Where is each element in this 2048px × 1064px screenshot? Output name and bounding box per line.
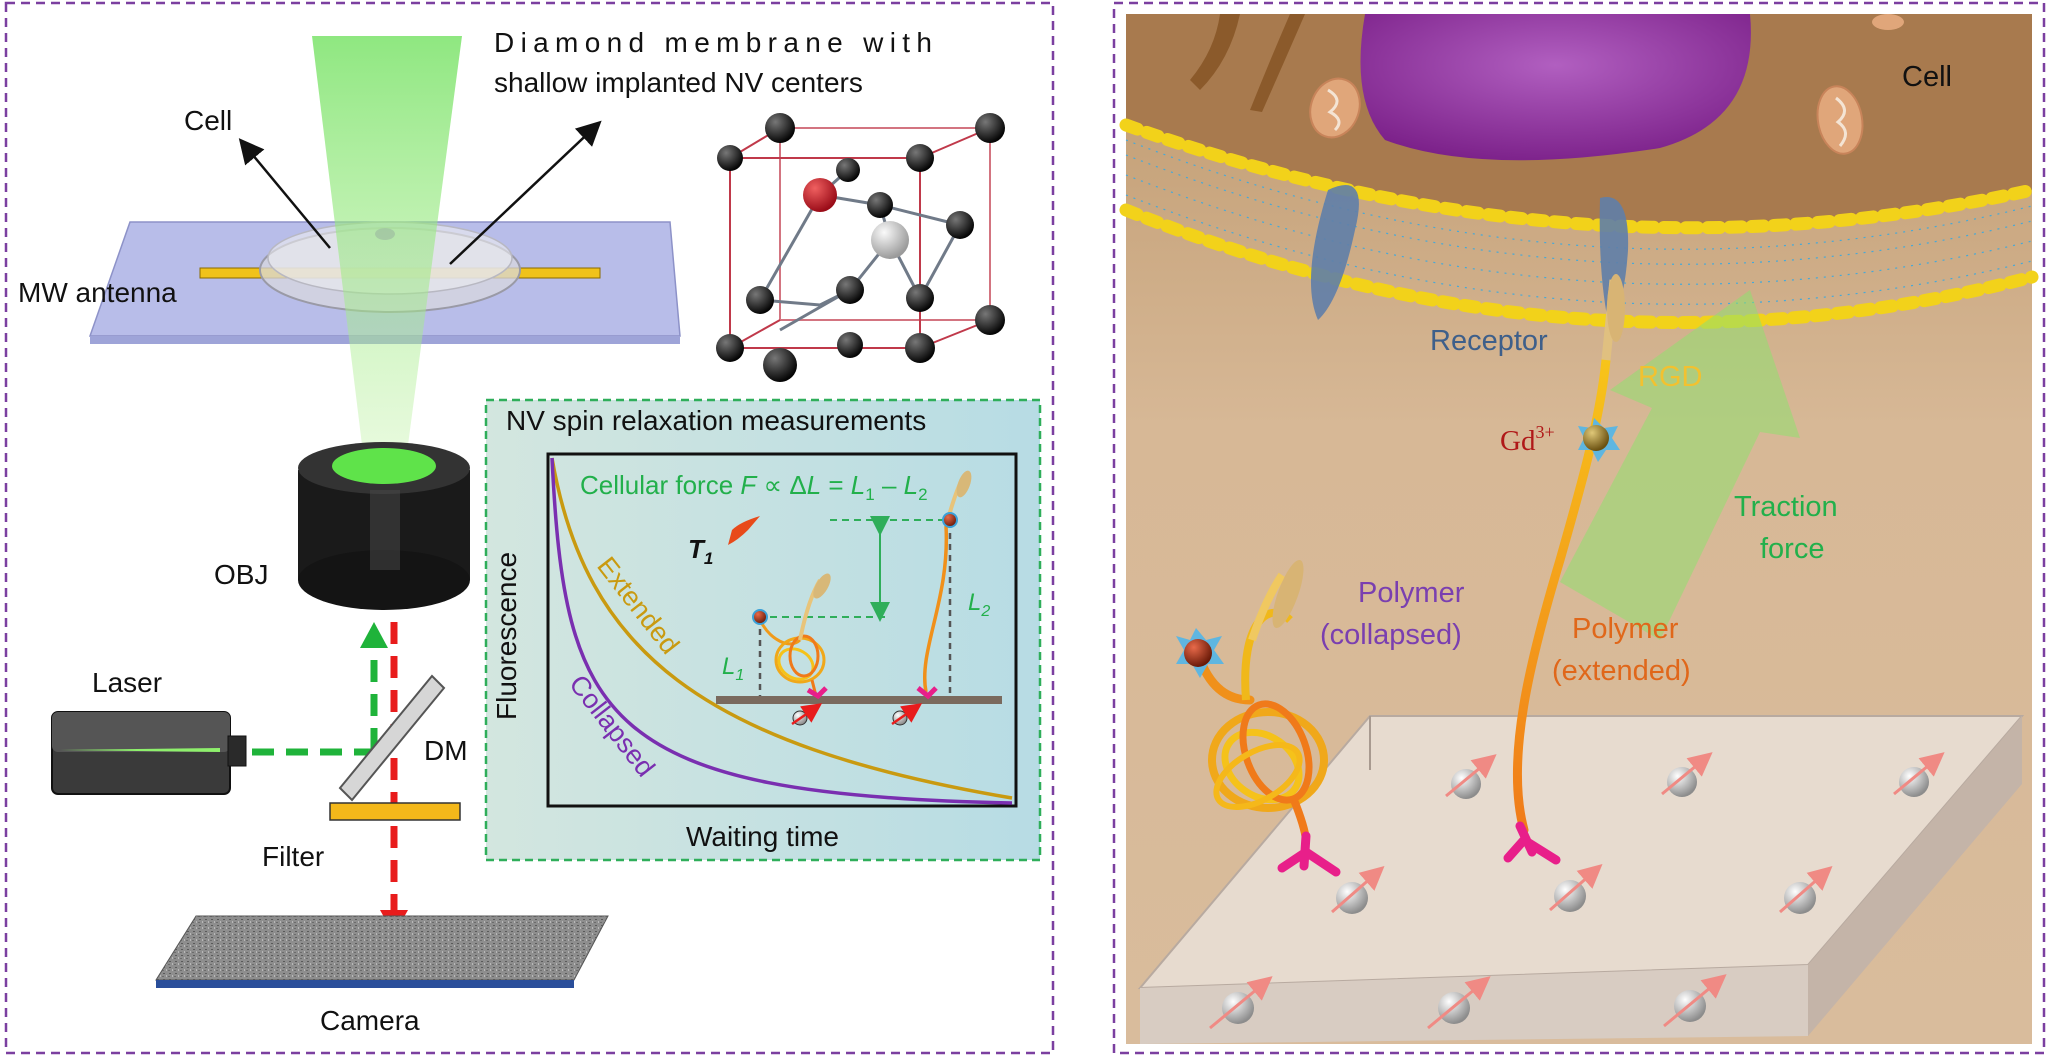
collapsed-anchor (1277, 831, 1341, 877)
inset-border (484, 398, 1042, 862)
membrane-pointer-arrow (449, 120, 602, 265)
excitation-beam (312, 36, 462, 445)
laser-path-arrowhead (360, 622, 388, 648)
spin-arrow (1661, 752, 1713, 796)
cell-pointer-arrow (238, 138, 331, 249)
vacancy-site (871, 221, 909, 259)
nv-spin (1667, 767, 1697, 797)
l2-label: L2 (968, 589, 990, 620)
inset-extended-polymer (916, 470, 972, 700)
rgd-peptide-tip (1607, 274, 1625, 342)
inset-axes (546, 452, 1018, 808)
cell-fiber (1250, 14, 1305, 112)
collapsed-rgd-tip (1272, 559, 1304, 629)
t1-arrow-icon (728, 516, 760, 545)
laser-label: Laser (92, 667, 162, 698)
extended-curve (550, 457, 1013, 800)
nv-spin (1899, 767, 1929, 797)
diamond-substrate (1137, 715, 2025, 1044)
polymer-collapsed-label-line1: Polymer (1358, 577, 1465, 609)
traction-label-line2: force (1760, 533, 1824, 565)
spin-arrow (1209, 976, 1273, 1030)
obj-label: OBJ (214, 559, 268, 590)
nv-spin (1336, 882, 1368, 914)
right-cell-label: Cell (1902, 61, 1952, 93)
dichroic-mirror (338, 674, 446, 802)
left-panel: Diamond membrane with shallow implanted … (4, 1, 1055, 1055)
force-formula: Cellular force F ∝ ΔL = L1 – L2 (580, 470, 928, 504)
mw-antenna-label: MW antenna (18, 277, 177, 308)
rgd-label: RGD (1638, 361, 1702, 393)
objective-lens (298, 442, 470, 610)
spin-arrow (1779, 866, 1833, 914)
inset-spin-arrow (891, 703, 923, 726)
camera-sensor-edge (156, 980, 574, 988)
membrane-inner-heads (1119, 203, 2039, 329)
relaxation-inset: NV spin relaxation measurements Fluoresc… (484, 398, 1042, 862)
l1-label: L1 (722, 653, 744, 684)
camera-label: Camera (320, 1005, 420, 1036)
traction-label-line1: Traction (1734, 491, 1838, 523)
polymer-extended-label-line2: (extended) (1552, 655, 1691, 687)
cell-nucleus (1360, 14, 1751, 161)
inset-collapsed-polymer (752, 573, 831, 700)
collapsed-gd-ion (1184, 639, 1212, 667)
diamond-lattice (716, 113, 1005, 382)
traction-force-arrow (1560, 290, 1800, 640)
nv-spin (1451, 769, 1481, 799)
membrane-outer-heads (1119, 118, 2039, 235)
nv-spin-array (1209, 752, 1945, 1030)
mitochondrion-cristae (1835, 96, 1847, 147)
spin-arrow (1549, 864, 1603, 912)
membrane-label-line2: shallow implanted NV centers (494, 67, 863, 98)
spin-arrow (1663, 974, 1727, 1028)
inset-xlabel: Waiting time (686, 821, 839, 852)
nitrogen-atom (803, 178, 837, 212)
filter (329, 802, 461, 821)
mitochondrion-cristae (1327, 88, 1341, 132)
collapsed-polymer (1176, 559, 1341, 877)
lipid-bilayer (1119, 118, 2039, 329)
cell-label: Cell (184, 105, 232, 136)
mitochondrion-icon (1872, 14, 1904, 30)
nv-spin (1554, 880, 1586, 912)
nv-spin (1784, 882, 1816, 914)
cell-fiber (1190, 14, 1240, 90)
polymer-extended-label-line1: Polymer (1572, 613, 1679, 645)
gd-label: Gd3+ (1500, 422, 1555, 457)
inset-ylabel: Fluorescence (491, 552, 522, 720)
spin-arrow (1445, 754, 1497, 798)
t1-label: T1 (688, 534, 713, 568)
receptor-label: Receptor (1430, 325, 1548, 357)
spin-arrow (1427, 976, 1491, 1030)
right-panel: Cell Receptor Traction force (1112, 1, 2046, 1055)
polymer-collapsed-label-line2: (collapsed) (1320, 619, 1462, 651)
filter-label: Filter (262, 841, 324, 872)
laser-device (51, 711, 247, 795)
dm-label: DM (424, 735, 468, 766)
receptor-left (1310, 185, 1359, 320)
collapsed-curve (550, 457, 1013, 805)
extended-anchor (1503, 821, 1561, 865)
camera-sensor (155, 915, 609, 981)
spin-arrow (1893, 752, 1945, 796)
spin-arrow (1331, 866, 1385, 914)
inset-title: NV spin relaxation measurements (506, 405, 926, 436)
gd-ion (1583, 425, 1609, 451)
inset-spin-arrow (791, 703, 823, 726)
inset-substrate (716, 696, 1002, 704)
